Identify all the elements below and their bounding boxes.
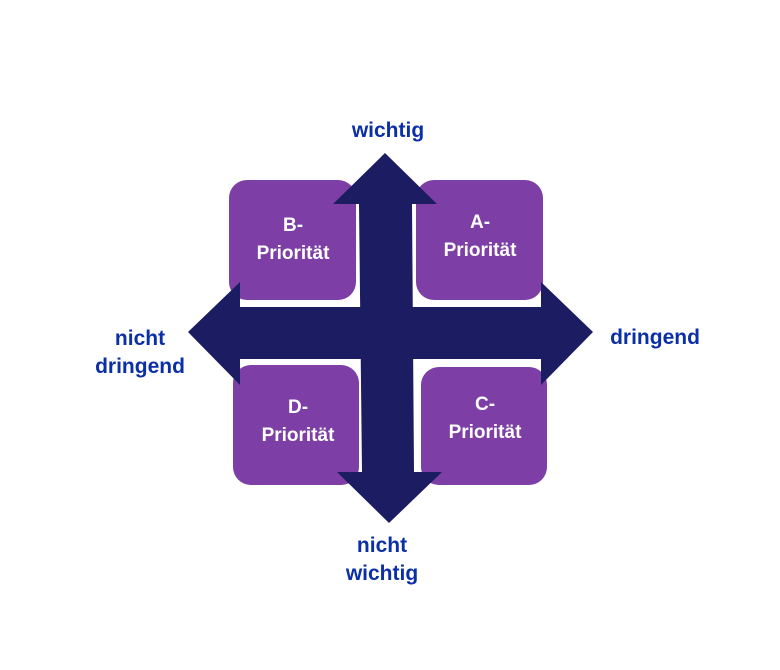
quadrant-a-letter: A- bbox=[470, 212, 490, 233]
quadrant-b-label: Priorität bbox=[257, 243, 331, 264]
axis-label-bottom-line1: nicht bbox=[357, 534, 407, 557]
quadrant-c-label: Priorität bbox=[449, 422, 523, 443]
quadrant-c-box bbox=[421, 367, 547, 485]
quadrant-d-label: Priorität bbox=[262, 425, 336, 446]
quadrant-d-letter: D- bbox=[288, 397, 308, 418]
axis-label-bottom-line2: wichtig bbox=[345, 562, 418, 585]
quadrant-a-label: Priorität bbox=[444, 240, 518, 261]
quadrant-c-letter: C- bbox=[475, 394, 495, 415]
axis-label-left-line2: dringend bbox=[95, 355, 185, 378]
quadrant-b-box bbox=[229, 180, 356, 300]
quadrant-b-letter: B- bbox=[283, 215, 303, 236]
axis-label-left-line1: nicht bbox=[115, 327, 165, 350]
horizontal-double-arrow bbox=[188, 282, 593, 385]
axis-label-top: wichtig bbox=[351, 119, 424, 142]
quadrant-d-box bbox=[233, 365, 359, 485]
quadrant-a-box bbox=[416, 180, 543, 300]
axis-label-right: dringend bbox=[610, 326, 700, 349]
